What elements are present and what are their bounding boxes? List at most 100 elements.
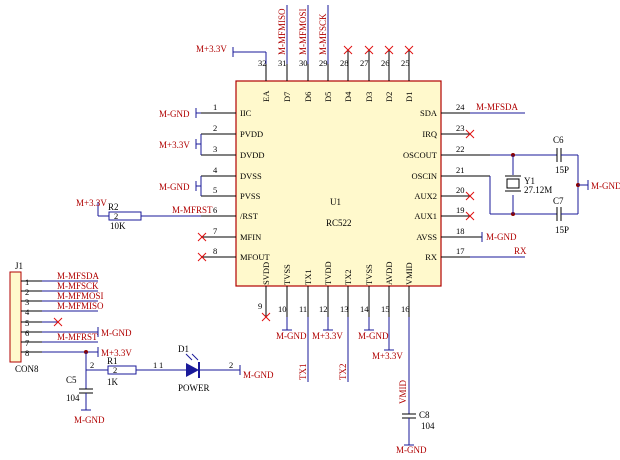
svg-text:1: 1 — [213, 102, 217, 112]
svg-text:MFIN: MFIN — [240, 232, 261, 242]
svg-text:14: 14 — [360, 304, 369, 314]
u1-right-pins: 24 23 22 21 20 19 18 17 SDA IRQ OSCOUT O… — [403, 102, 490, 262]
svg-text:4: 4 — [213, 165, 218, 175]
svg-text:CON8: CON8 — [15, 364, 39, 374]
svg-text:M-GND: M-GND — [276, 331, 307, 341]
svg-text:5: 5 — [25, 318, 29, 328]
c6-value: 15P — [555, 165, 569, 175]
svg-text:VMID: VMID — [398, 380, 408, 404]
power-led-circuit: 2 C5 104 M-GND R1 2 1K 1 1 D1 POWER 2 M-… — [66, 344, 274, 425]
svg-text:OSCOUT: OSCOUT — [403, 150, 438, 160]
crystal-gnd-label: M-GND — [591, 181, 620, 191]
svg-text:VMID: VMID — [404, 262, 414, 285]
svg-text:1: 1 — [159, 360, 163, 370]
svg-text:TVDD: TVDD — [323, 261, 333, 285]
svg-text:16: 16 — [401, 304, 410, 314]
svg-text:104: 104 — [66, 393, 80, 403]
svg-text:M+3.3V: M+3.3V — [76, 198, 107, 208]
svg-text:R2: R2 — [108, 202, 119, 212]
pin-25-num: 25 — [401, 58, 410, 68]
svg-text:DVSS: DVSS — [240, 171, 262, 181]
u1-top-pins: 32 31 30 29 28 27 26 25 EA D7 D6 D5 D4 D… — [258, 50, 414, 102]
u1-body — [235, 80, 442, 287]
svg-text:D1: D1 — [178, 344, 189, 354]
svg-text:C5: C5 — [66, 375, 77, 385]
c7-value: 15P — [555, 225, 569, 235]
svg-text:J1: J1 — [15, 261, 23, 271]
pin-28-num: 28 — [340, 58, 349, 68]
svg-text:8: 8 — [25, 348, 29, 358]
svg-text:OSCIN: OSCIN — [411, 171, 437, 181]
svg-text:TVSS: TVSS — [364, 264, 374, 285]
pin-29-label: D5 — [323, 92, 333, 102]
svg-text:RX: RX — [425, 252, 437, 262]
svg-text:DVDD: DVDD — [240, 150, 265, 160]
svg-text:7: 7 — [213, 226, 217, 236]
svg-text:2: 2 — [114, 211, 118, 221]
u1-part: RC522 — [326, 218, 352, 228]
c6-ref: C6 — [553, 135, 564, 145]
resistor-r2: M+3.3V R2 2 10K — [76, 198, 170, 231]
svg-text:104: 104 — [421, 421, 435, 431]
svg-text:M+3.3V: M+3.3V — [101, 348, 132, 358]
svg-text:PVSS: PVSS — [240, 191, 261, 201]
svg-text:24: 24 — [456, 102, 465, 112]
svg-text:M-GND: M-GND — [101, 328, 132, 338]
svg-text:2: 2 — [213, 123, 217, 133]
svg-text:C8: C8 — [419, 410, 430, 420]
svg-text:15: 15 — [381, 304, 390, 314]
svg-text:M+3.3V: M+3.3V — [372, 351, 403, 361]
svg-text:18: 18 — [456, 226, 465, 236]
svg-text:AUX2: AUX2 — [414, 191, 437, 201]
svg-text:2: 2 — [113, 365, 117, 375]
svg-text:M-GND: M-GND — [243, 370, 274, 380]
svg-text:10K: 10K — [110, 221, 126, 231]
svg-text:AUX1: AUX1 — [414, 211, 437, 221]
y1-ref: Y1 — [524, 176, 535, 186]
svg-text:TX2: TX2 — [343, 269, 353, 285]
svg-text:M-MFSCK: M-MFSCK — [57, 281, 99, 291]
svg-text:20: 20 — [456, 185, 465, 195]
svg-text:4: 4 — [25, 307, 30, 317]
svg-text:TX1: TX1 — [303, 269, 313, 285]
svg-text:8: 8 — [213, 246, 217, 256]
svg-text:TX2: TX2 — [338, 364, 348, 381]
svg-text:/RST: /RST — [240, 211, 259, 221]
net-6-label: M-MFRST — [172, 205, 213, 215]
svg-text:10: 10 — [278, 304, 287, 314]
svg-text:2: 2 — [229, 360, 233, 370]
svg-text:22: 22 — [456, 144, 465, 154]
pin-31-label: D7 — [282, 92, 292, 102]
pin-30-label: D6 — [303, 92, 313, 102]
net-18-label: M-GND — [486, 232, 517, 242]
svg-text:3: 3 — [25, 297, 29, 307]
svg-text:SVDD: SVDD — [261, 262, 271, 285]
pin-32-num: 32 — [258, 58, 267, 68]
svg-text:5: 5 — [213, 185, 217, 195]
nc-marks-left — [197, 232, 207, 262]
svg-text:TX1: TX1 — [298, 364, 308, 381]
svg-text:23: 23 — [456, 123, 465, 133]
svg-text:2: 2 — [25, 287, 29, 297]
pin-27-num: 27 — [360, 58, 369, 68]
svg-text:13: 13 — [340, 304, 349, 314]
svg-text:SDA: SDA — [420, 108, 438, 118]
svg-text:M-GND: M-GND — [74, 415, 105, 425]
net-1-label: M-GND — [159, 109, 190, 119]
svg-text:PVDD: PVDD — [240, 129, 263, 139]
pin-31-num: 31 — [278, 58, 287, 68]
svg-text:AVDD: AVDD — [384, 262, 394, 285]
svg-text:M+3.3V: M+3.3V — [312, 331, 343, 341]
net-17-label: RX — [514, 246, 527, 256]
capacitor-c8: C8 104 M-GND — [396, 410, 435, 455]
u1-ref: U1 — [330, 197, 341, 207]
svg-text:11: 11 — [299, 304, 307, 314]
pin-32-label: EA — [261, 90, 271, 102]
svg-text:AVSS: AVSS — [416, 232, 437, 242]
pin-29-num: 29 — [319, 58, 328, 68]
net-2-label: M+3.3V — [159, 140, 190, 150]
svg-text:3: 3 — [213, 144, 217, 154]
pin-25-label: D1 — [404, 92, 414, 102]
svg-text:M-GND: M-GND — [396, 445, 427, 455]
svg-text:21: 21 — [456, 165, 465, 175]
